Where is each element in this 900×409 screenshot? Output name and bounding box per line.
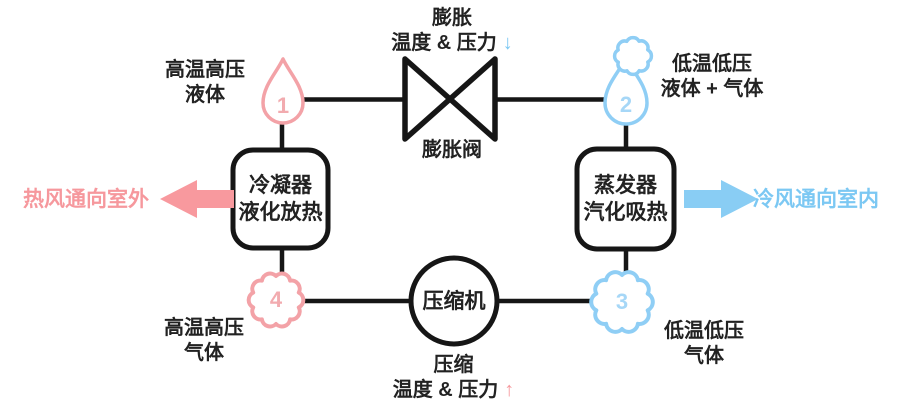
expansion-line2: 温度 & 压力↓ xyxy=(382,31,522,56)
compressor-label: 压缩机 xyxy=(422,290,486,313)
evaporator-line1: 蒸发器 xyxy=(594,174,657,197)
hot-air-arrow-icon xyxy=(160,180,234,218)
compression-line2-text: 温度 & 压力 xyxy=(392,379,499,401)
cold-air-label: 冷风通向室内 xyxy=(753,188,879,211)
state-3-line1: 低温低压 xyxy=(664,320,744,342)
condenser-label: 冷凝器 液化放热 xyxy=(233,150,328,248)
state-1-line2: 液体 xyxy=(185,84,225,106)
state-4-label: 高温高压 气体 xyxy=(146,316,262,366)
state-2-number: 2 xyxy=(619,92,633,117)
state-3-label: 低温低压 气体 xyxy=(646,319,762,369)
pressure-down-arrow-icon: ↓ xyxy=(502,32,513,54)
expansion-valve-label: 膨胀阀 xyxy=(422,139,482,161)
compression-process-label: 压缩 温度 & 压力↑ xyxy=(382,353,525,403)
state-1-label: 高温高压 液体 xyxy=(147,58,263,108)
state-2-line1: 低温低压 xyxy=(672,53,752,75)
expansion-valve-icon xyxy=(402,56,498,142)
droplet-2-icon xyxy=(603,56,649,126)
condenser-line2: 液化放热 xyxy=(238,201,323,224)
compression-line2: 温度 & 压力↑ xyxy=(382,378,525,403)
expansion-line2-text: 温度 & 压力 xyxy=(391,32,497,54)
condenser-line1: 冷凝器 xyxy=(249,174,312,197)
cloud-3-icon xyxy=(589,270,655,334)
cloud-2-icon xyxy=(612,35,654,77)
state-3-line2: 气体 xyxy=(684,345,724,367)
state-4-number: 4 xyxy=(269,287,283,312)
cloud-4-icon xyxy=(246,271,306,329)
state-3-number: 3 xyxy=(615,289,629,314)
cold-air-arrow-icon xyxy=(684,180,758,218)
state-2-label: 低温低压 液体 + 气体 xyxy=(651,52,773,102)
evaporator-label: 蒸发器 汽化吸热 xyxy=(577,149,674,249)
compression-line1: 压缩 xyxy=(433,354,474,376)
evaporator-box xyxy=(574,146,677,252)
expansion-process-label: 膨胀 温度 & 压力↓ xyxy=(382,6,522,56)
pressure-up-arrow-icon: ↑ xyxy=(504,379,515,401)
hot-air-label: 热风通向室外 xyxy=(23,188,149,211)
state-4-line2: 气体 xyxy=(184,342,224,364)
droplet-1-icon xyxy=(261,57,305,125)
compressor-circle xyxy=(408,255,500,347)
expansion-line1: 膨胀 xyxy=(432,7,472,29)
evaporator-line2: 汽化吸热 xyxy=(583,201,668,224)
state-4-line1: 高温高压 xyxy=(164,317,244,339)
state-1-line1: 高温高压 xyxy=(165,59,245,81)
state-2-line2: 液体 + 气体 xyxy=(660,78,764,100)
state-1-number: 1 xyxy=(276,93,290,118)
